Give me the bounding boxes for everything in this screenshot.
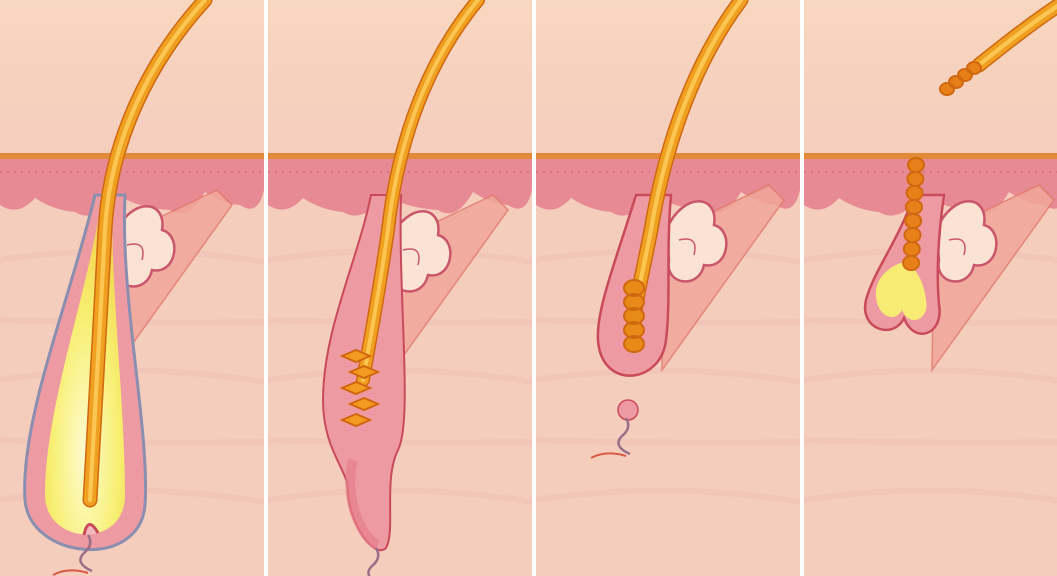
panel-divider bbox=[800, 0, 804, 576]
panel-divider bbox=[264, 0, 268, 576]
air-above-skin bbox=[0, 0, 264, 158]
panel-divider bbox=[532, 0, 536, 576]
panel-telogen bbox=[536, 0, 804, 576]
panel-content bbox=[804, 0, 1057, 576]
dermis-streak bbox=[536, 440, 800, 443]
panel-anagen bbox=[0, 0, 268, 576]
panel-content bbox=[536, 0, 800, 576]
panel-content bbox=[0, 0, 264, 576]
club-hair-bulb bbox=[624, 280, 644, 352]
air-above-skin bbox=[268, 0, 532, 158]
air-above-skin bbox=[804, 0, 1057, 158]
skin-surface-line bbox=[0, 153, 264, 159]
panel-content bbox=[268, 0, 532, 576]
panel-catagen bbox=[268, 0, 536, 576]
detached-papilla bbox=[618, 400, 638, 420]
dermis-streak bbox=[804, 440, 1057, 443]
panel-exogen bbox=[804, 0, 1057, 576]
skin-surface-line bbox=[804, 153, 1057, 159]
